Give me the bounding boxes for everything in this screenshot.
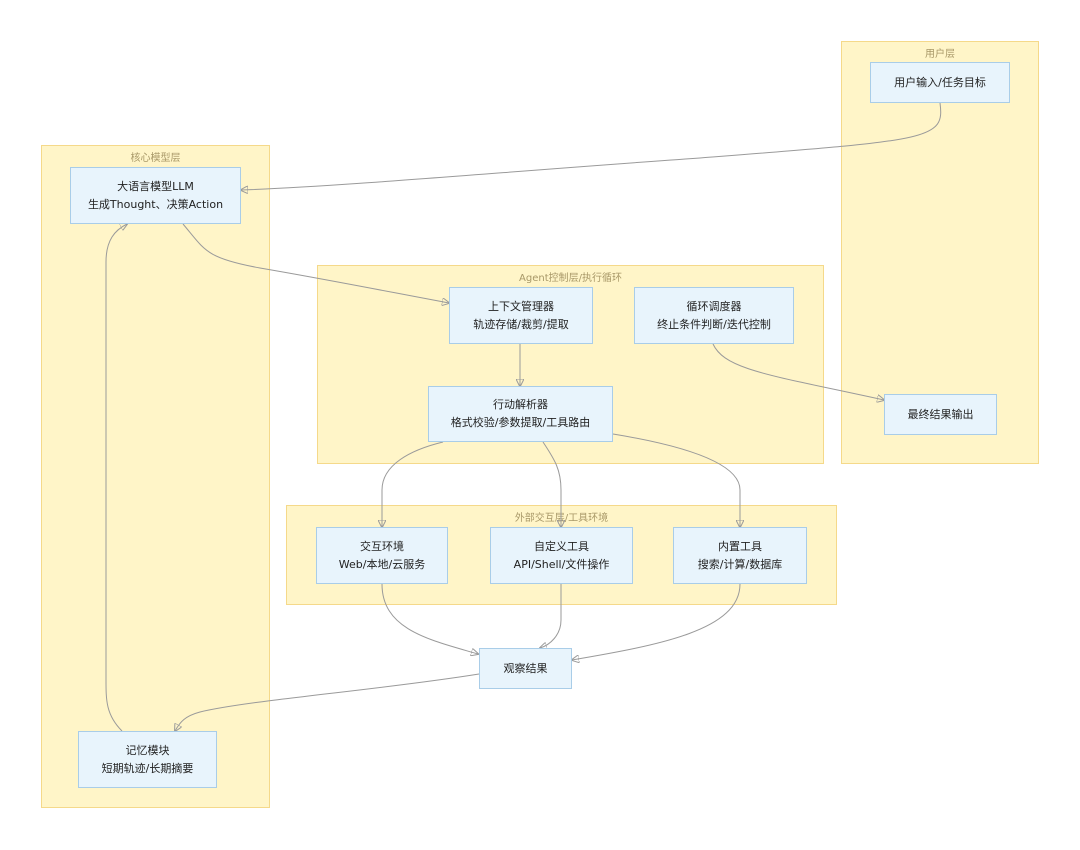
node-custom-tools[interactable]: 自定义工具 API/Shell/文件操作 xyxy=(490,527,633,584)
group-title: 用户层 xyxy=(925,49,955,60)
node-sublabel: Web/本地/云服务 xyxy=(338,557,426,571)
node-label: 用户输入/任务目标 xyxy=(894,75,986,89)
node-user-input[interactable]: 用户输入/任务目标 xyxy=(870,62,1010,103)
group-title: Agent控制层/执行循环 xyxy=(519,273,622,284)
node-label: 行动解析器 xyxy=(493,398,548,411)
node-label: 观察结果 xyxy=(503,661,548,675)
node-sublabel: API/Shell/文件操作 xyxy=(513,557,610,571)
node-label: 循环调度器 xyxy=(686,299,742,313)
node-final-output[interactable]: 最终结果输出 xyxy=(884,394,997,435)
node-label: 最终结果输出 xyxy=(907,407,974,421)
edge-user-input-to-llm xyxy=(241,102,942,190)
node-observation[interactable]: 观察结果 xyxy=(479,648,572,689)
node-label: 自定义工具 xyxy=(534,539,589,553)
node-label: 交互环境 xyxy=(360,539,404,553)
group-title: 外部交互层/工具环境 xyxy=(514,513,609,524)
node-sublabel: 轨迹存储/裁剪/提取 xyxy=(473,317,569,331)
node-context-manager[interactable]: 上下文管理器 轨迹存储/裁剪/提取 xyxy=(449,287,593,344)
node-builtin-tools[interactable]: 内置工具 搜索/计算/数据库 xyxy=(673,527,807,584)
group-title: 核心模型层 xyxy=(130,153,181,164)
node-label: 记忆模块 xyxy=(125,743,170,757)
node-label: 大语言模型LLM xyxy=(117,179,194,193)
node-loop-scheduler[interactable]: 循环调度器 终止条件判断/迭代控制 xyxy=(634,287,794,344)
node-sublabel: 生成Thought、决策Action xyxy=(87,197,224,211)
node-label: 上下文管理器 xyxy=(488,299,554,313)
node-llm[interactable]: 大语言模型LLM 生成Thought、决策Action xyxy=(70,167,241,224)
node-interactive-env[interactable]: 交互环境 Web/本地/云服务 xyxy=(316,527,448,584)
group-core-layer: 核心模型层 xyxy=(41,145,270,808)
node-memory[interactable]: 记忆模块 短期轨迹/长期摘要 xyxy=(78,731,217,788)
node-label: 内置工具 xyxy=(718,539,762,553)
node-sublabel: 搜索/计算/数据库 xyxy=(697,557,783,571)
node-action-parser[interactable]: 行动解析器 格式校验/参数提取/工具路由 xyxy=(428,386,613,442)
node-sublabel: 终止条件判断/迭代控制 xyxy=(657,317,771,331)
node-sublabel: 格式校验/参数提取/工具路由 xyxy=(450,416,591,429)
node-sublabel: 短期轨迹/长期摘要 xyxy=(101,761,194,775)
